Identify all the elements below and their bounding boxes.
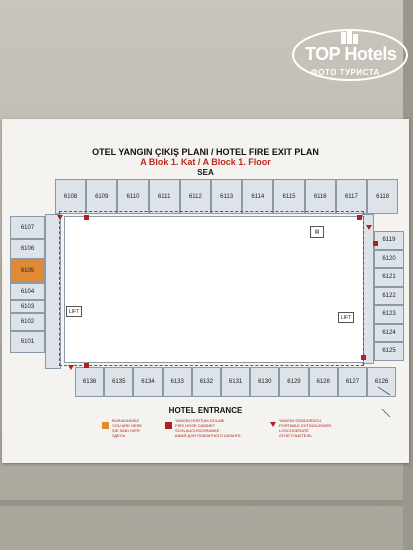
- room-6103: 6103: [10, 300, 45, 313]
- plan-title: OTEL YANGIN ÇIKIŞ PLANI / HOTEL FIRE EXI…: [92, 147, 319, 157]
- room-6119: 6119: [374, 231, 404, 250]
- room-6106: 6106: [10, 239, 45, 259]
- legend-line: YOU ARE HERE: [112, 423, 143, 428]
- room-6124: 6124: [374, 323, 404, 342]
- left-wing-block: [45, 214, 61, 369]
- watermark-subtitle: ФОТО ТУРИСТА: [311, 68, 380, 77]
- room-6112: 6112: [179, 179, 211, 214]
- room-6129: 6129: [279, 367, 309, 397]
- room-6123: 6123: [374, 305, 404, 324]
- legend-line: SCHLAUCHSCHRANKE: [175, 428, 220, 433]
- legend-fire-hose: YANGIN HORTUM DOLABI FIRE HOSE CABINET S…: [175, 418, 241, 438]
- room-6134: 6134: [133, 367, 163, 397]
- legend-line: PORTABLE EXTINGUISHER: [279, 423, 332, 428]
- room-6102: 6102: [10, 313, 45, 331]
- legend-line: ЗДЕСЬ: [112, 433, 126, 438]
- compass-icon: [377, 386, 391, 418]
- room-6107: 6107: [10, 216, 45, 239]
- room-6132: 6132: [191, 367, 221, 397]
- legend-hose-swatch: [165, 422, 172, 429]
- legend-line: FIRE HOSE CABINET: [175, 423, 216, 428]
- room-6101: 6101: [10, 331, 45, 353]
- room-6111: 6111: [148, 179, 180, 214]
- legend-extinguisher-icon: [270, 422, 276, 427]
- room-6135: 6135: [104, 367, 134, 397]
- extinguisher-icon: [57, 215, 63, 220]
- room-6127: 6127: [337, 367, 367, 397]
- room-6108: 6108: [55, 179, 87, 214]
- stair-icon: ▤: [310, 226, 324, 238]
- room-6133: 6133: [162, 367, 192, 397]
- fire-hose-cabinet-icon: [373, 241, 378, 246]
- room-6131: 6131: [221, 367, 251, 397]
- lift-right-label: LIFT: [340, 314, 352, 321]
- room-6121: 6121: [374, 268, 404, 287]
- lift-left: LIFT: [66, 306, 82, 317]
- legend-extinguisher: YANGIN SÖNDÜRÜCÜ PORTABLE EXTINGUISHER L…: [279, 418, 331, 438]
- fire-exit-plan-sign: OTEL YANGIN ÇIKIŞ PLANI / HOTEL FIRE EXI…: [2, 119, 409, 463]
- room-6113: 6113: [211, 179, 243, 214]
- room-6126: 6126: [367, 367, 397, 397]
- lift-left-label: LIFT: [68, 308, 80, 315]
- legend-line: LOSCHGERATE: [279, 428, 309, 433]
- legend-line: YANGIN HORTUM DOLABI: [175, 418, 225, 423]
- room-6109: 6109: [86, 179, 118, 214]
- watermark: TOP Hotels ФОТО ТУРИСТА: [291, 28, 409, 82]
- legend-line: BURADASINIZ: [112, 418, 139, 423]
- plan-subtitle: A Blok 1. Kat / A Block 1. Floor: [140, 157, 271, 167]
- lift-right: LIFT: [338, 312, 354, 323]
- fire-hose-cabinet-icon: [84, 215, 89, 220]
- legend-line: YANGIN SÖNDÜRÜCÜ: [279, 418, 322, 423]
- legend-line: ШКАФ ДЛЯ ПОЖАРНОГО ШЛАНГА: [175, 433, 241, 438]
- room-6115: 6115: [273, 179, 305, 214]
- room-6136: 6136: [75, 367, 105, 397]
- fire-hose-cabinet-icon: [84, 363, 89, 368]
- room-6125: 6125: [374, 342, 404, 361]
- room-6104: 6104: [10, 283, 45, 300]
- fire-hose-cabinet-icon: [361, 355, 366, 360]
- extinguisher-icon: [366, 225, 372, 230]
- room-6120: 6120: [374, 249, 404, 268]
- room-6114: 6114: [242, 179, 274, 214]
- hotel-entrance-label: HOTEL ENTRANCE: [168, 406, 243, 415]
- sea-label: SEA: [197, 168, 214, 177]
- fire-hose-cabinet-icon: [357, 215, 362, 220]
- room-6130: 6130: [250, 367, 280, 397]
- extinguisher-icon: [68, 365, 74, 370]
- room-6118: 6118: [367, 179, 399, 214]
- inner-courtyard: [64, 216, 364, 363]
- room-6128: 6128: [308, 367, 338, 397]
- room-6122: 6122: [374, 286, 404, 305]
- wall-trim: [0, 500, 413, 506]
- escape-route: [59, 211, 364, 366]
- watermark-logo-text: TOP Hotels: [305, 44, 397, 64]
- room-6105: 6105: [10, 259, 45, 283]
- legend-you-are-here: BURADASINIZ YOU ARE HERE SIE SIND HIER З…: [112, 418, 142, 438]
- room-6116: 6116: [304, 179, 336, 214]
- legend-line: ОГНЕТУШИТЕЛЬ: [279, 433, 312, 438]
- legend-you-are-here-swatch: [102, 422, 109, 429]
- watermark-oval-icon: [292, 29, 408, 81]
- legend-line: SIE SIND HIER: [112, 428, 140, 433]
- room-6110: 6110: [117, 179, 149, 214]
- room-6117: 6117: [335, 179, 367, 214]
